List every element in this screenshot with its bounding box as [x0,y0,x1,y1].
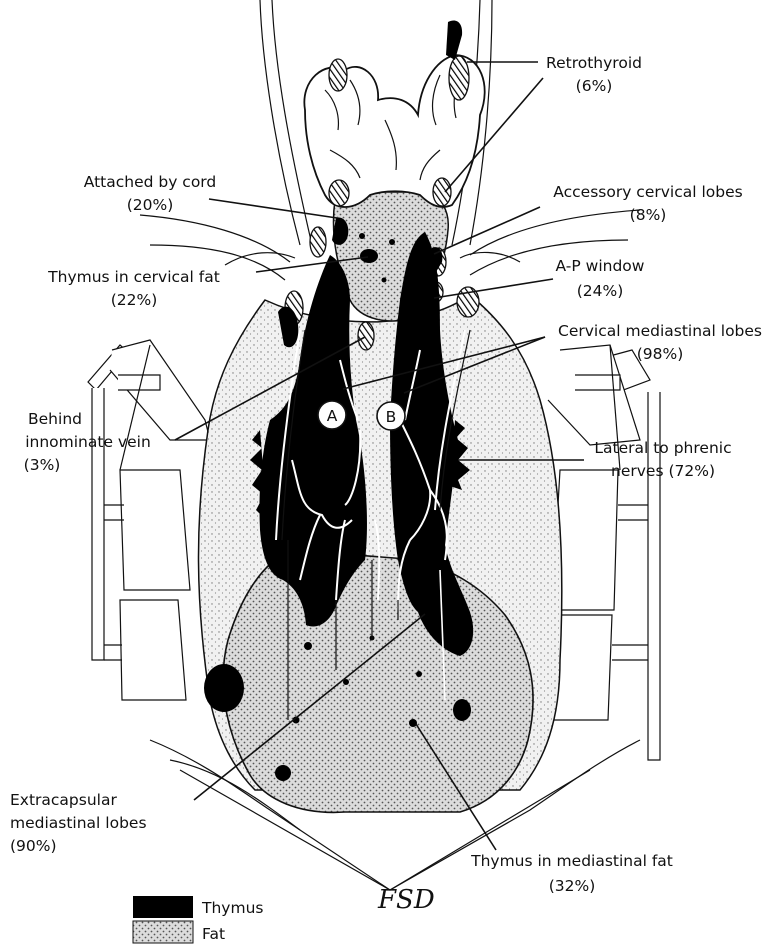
svg-text:(98%): (98%) [637,345,684,363]
legend-fat-swatch [133,921,193,943]
label-ap-window: A-P window (24%) [556,257,645,300]
svg-text:Lateral to phrenic: Lateral to phrenic [594,439,731,457]
legend: Thymus Fat [133,896,263,943]
svg-text:innominate vein: innominate vein [25,433,151,451]
svg-text:A-P window: A-P window [556,257,645,275]
svg-text:Attached by cord: Attached by cord [84,173,217,191]
svg-text:A: A [327,407,338,425]
svg-text:Accessory cervical lobes: Accessory cervical lobes [553,183,742,201]
artist-signature: FSD [377,885,435,915]
svg-text:(24%): (24%) [577,282,624,300]
svg-text:(32%): (32%) [549,877,596,895]
svg-text:(20%): (20%) [127,196,174,214]
right-retractor [548,345,660,760]
label-thymus-mediastinal-fat: Thymus in mediastinal fat (32%) [470,852,673,895]
legend-thymus-swatch [133,896,193,918]
label-extracapsular-mediastinal-lobes: Extracapsular mediastinal lobes (90%) [10,791,147,855]
svg-text:Thymus in cervical fat: Thymus in cervical fat [47,268,220,286]
svg-text:(6%): (6%) [576,77,613,95]
svg-text:(8%): (8%) [630,206,667,224]
svg-text:Retrothyroid: Retrothyroid [546,54,642,72]
label-attached-by-cord: Attached by cord (20%) [84,173,217,214]
label-retrothyroid: Retrothyroid (6%) [546,54,642,95]
svg-text:(22%): (22%) [111,291,158,309]
svg-text:Behind: Behind [28,410,82,428]
marker-a: A [318,401,346,429]
left-retractor [88,340,210,700]
svg-text:Extracapsular: Extracapsular [10,791,117,809]
legend-fat-label: Fat [202,925,225,943]
label-thymus-cervical-fat: Thymus in cervical fat (22%) [47,268,220,309]
svg-text:B: B [386,408,397,426]
svg-text:Thymus in mediastinal fat: Thymus in mediastinal fat [470,852,673,870]
svg-text:(3%): (3%) [24,456,61,474]
svg-text:mediastinal lobes: mediastinal lobes [10,814,147,832]
svg-text:(90%): (90%) [10,837,57,855]
label-lateral-phrenic-nerves: Lateral to phrenic nerves (72%) [594,439,731,480]
svg-text:Cervical mediastinal lobes: Cervical mediastinal lobes [558,322,762,340]
label-accessory-cervical-lobes: Accessory cervical lobes (8%) [553,183,742,224]
legend-thymus-label: Thymus [201,899,263,917]
marker-b: B [377,402,405,430]
svg-text:nerves (72%): nerves (72%) [611,462,715,480]
